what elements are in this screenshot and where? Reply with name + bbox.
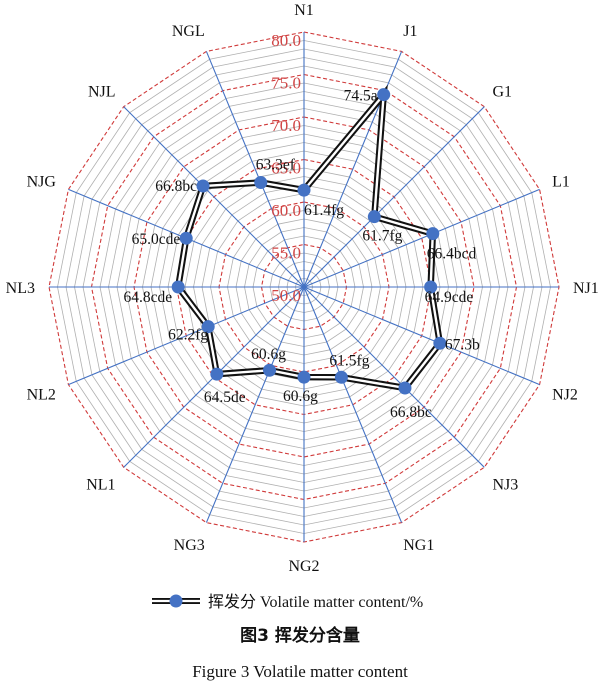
data-point-njg [179,231,193,245]
data-point-nl3 [171,280,185,294]
category-label-g1: G1 [492,83,512,100]
legend-label: 挥发分 Volatile matter content/% [208,593,423,611]
value-label-nj2: 67.3b [445,336,480,353]
value-labels: 61.4fg 74.5a 61.7fg 66.4bcd 64.9cde 67.3b 66.8… [124,88,480,421]
category-label-njl: NJL [88,83,116,100]
radial-tick-label: 75.0 [271,74,301,93]
category-label-nl2: NL2 [27,386,56,403]
data-point-nl1 [210,367,224,381]
data-point-ng1 [334,370,348,384]
radial-tick-label: 60.0 [271,201,301,220]
major-grid-ring [133,116,475,458]
value-label-ng3: 60.6g [251,346,286,363]
radial-tick-label: 70.0 [271,116,301,135]
radial-tick-label: 50.0 [271,286,301,305]
category-label-njg: NJG [27,174,57,191]
category-label-nj2: NJ2 [552,386,578,403]
value-label-j1: 74.5a [344,88,378,105]
category-label-nl1: NL1 [86,477,115,494]
spoke-nj2 [303,286,540,386]
category-label-ng1: NG1 [403,537,434,554]
value-label-nj3: 66.8bc [390,404,432,421]
category-label-n1: N1 [294,2,314,19]
data-point-nj3 [398,381,412,395]
data-point-nj2 [433,336,447,350]
spoke-l1 [303,188,540,288]
data-point-j1 [377,88,391,102]
data-point-l1 [426,227,440,241]
figure-caption-english: Figure 3 Volatile matter content [192,662,408,681]
spoke-g1 [303,106,485,288]
category-label-nl3: NL3 [6,280,35,297]
category-label-ng3: NG3 [174,537,205,554]
radial-tick-label: 65.0 [271,159,301,178]
data-point-njl [196,179,210,193]
category-label-ng2: NG2 [288,558,319,575]
major-grid-ring [218,201,390,373]
value-label-n1: 61.4fg [304,202,344,219]
value-label-g1: 61.7fg [362,228,402,245]
category-label-ngl: NGL [172,23,205,40]
spoke-nj3 [303,286,485,468]
data-point-g1 [367,210,381,224]
series-volatile-matter [171,84,447,395]
category-label-j1: J1 [403,23,417,40]
data-point-nj1 [424,280,438,294]
data-point-nl2 [201,320,215,334]
radial-tick-labels: 50.0 55.0 60.0 65.0 70.0 75.0 80.0 [271,31,301,305]
value-label-l1: 66.4bcd [427,246,477,263]
category-label-l1: L1 [552,174,570,191]
radial-tick-label: 80.0 [271,31,301,50]
data-point-n1 [297,183,311,197]
category-label-nj3: NJ3 [492,477,518,494]
spoke-ng1 [303,286,403,523]
spoke-ngl [205,51,305,288]
value-label-njg: 65.0cde [132,231,181,248]
value-label-njl: 66.8bc [155,178,197,195]
value-label-ngl: 63.3ef [256,157,296,174]
value-label-ng2: 60.6g [283,388,318,405]
spoke-ng3 [205,286,305,523]
spoke-nl2 [68,286,305,386]
legend-marker [169,594,183,608]
value-label-nl1: 64.5de [204,389,246,406]
data-point-ng2 [297,370,311,384]
figure-caption-chinese: 图3 挥发分含量 [240,626,360,646]
category-label-nj1: NJ1 [573,280,599,297]
value-label-nl3: 64.8cde [124,289,173,306]
spoke-njl [123,106,305,288]
value-label-nj1: 64.9cde [425,289,474,306]
radar-spokes [49,32,559,542]
data-point-ng3 [263,363,277,377]
radial-tick-label: 55.0 [271,244,301,263]
data-point-ngl [254,176,268,190]
legend: 挥发分 Volatile matter content/% [152,593,423,611]
value-label-ng1: 61.5fg [329,352,369,369]
value-label-nl2: 62.2fg [168,327,208,344]
